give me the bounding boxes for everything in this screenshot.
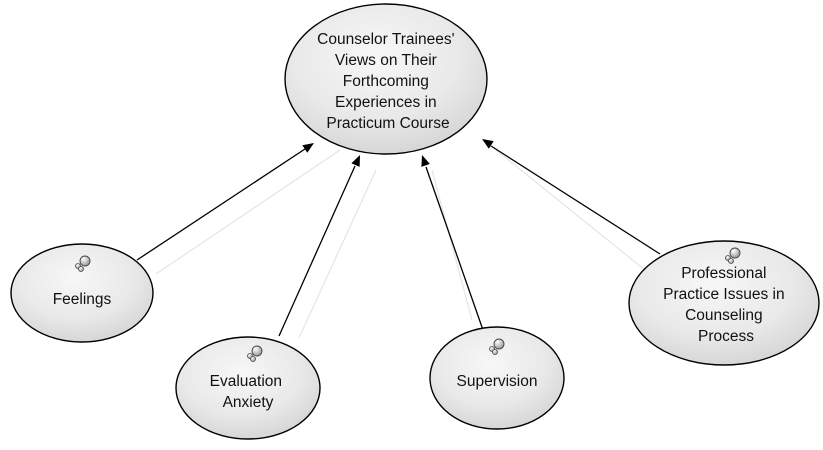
code-node-icon	[247, 345, 263, 362]
node-evaluation-anxiety[interactable]: Evaluation Anxiety	[175, 336, 321, 440]
edge-evaluation-anxiety-to-central	[278, 155, 377, 339]
node-feelings-label: Feelings	[53, 291, 112, 308]
node-supervision-label: Supervision	[457, 373, 538, 390]
edge-professional-practice-to-central	[482, 139, 661, 271]
central-node-ellipse	[284, 3, 488, 155]
node-professional-practice-label: Professional Practice Issues in Counseli…	[663, 265, 789, 345]
node-supervision[interactable]: Supervision	[429, 326, 565, 430]
edge-feelings-to-central	[136, 143, 341, 275]
arrowhead	[351, 155, 360, 167]
arrowhead	[302, 143, 314, 153]
central-node-label: Counselor Trainees' Views on Their Forth…	[317, 31, 459, 132]
code-node-icon	[489, 338, 505, 355]
node-evaluation-anxiety-label: Evaluation Anxiety	[210, 373, 287, 411]
edge-supervision-to-central	[421, 155, 484, 331]
arrowhead	[421, 155, 430, 167]
node-feelings-ellipse	[10, 243, 154, 343]
node-professional-practice-ellipse	[628, 240, 820, 366]
code-node-icon	[725, 247, 741, 264]
node-professional-practice[interactable]: Professional Practice Issues in Counseli…	[628, 240, 820, 366]
edges-layer	[136, 139, 661, 339]
node-feelings[interactable]: Feelings	[10, 243, 154, 343]
code-node-icon	[75, 255, 91, 272]
node-evaluation-anxiety-ellipse	[175, 336, 321, 440]
node-supervision-ellipse	[429, 326, 565, 430]
central-node[interactable]: Counselor Trainees' Views on Their Forth…	[284, 3, 488, 155]
arrowhead	[482, 139, 494, 149]
